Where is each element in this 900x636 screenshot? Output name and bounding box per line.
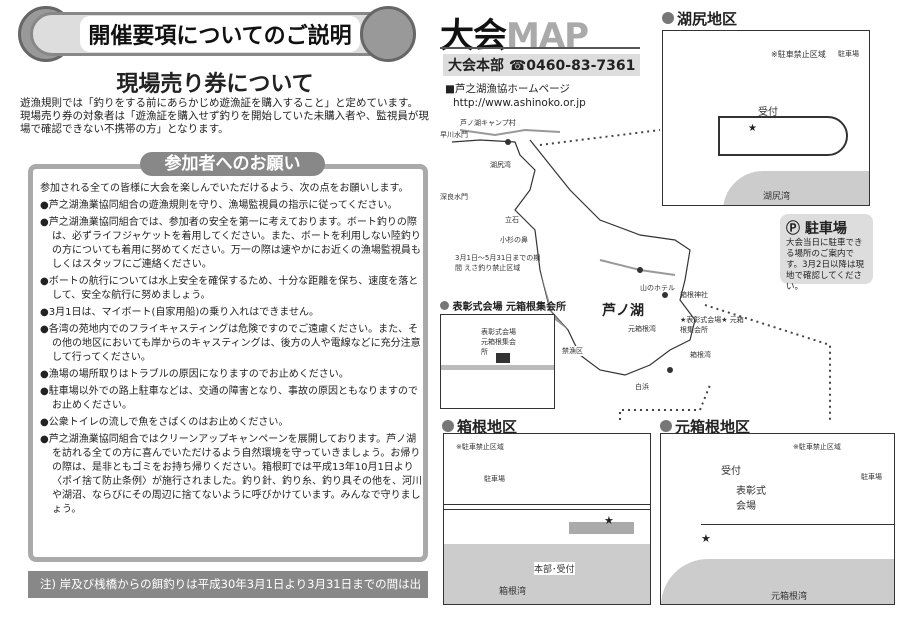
trout-emblem-icon bbox=[360, 6, 416, 62]
map-label: 芦ノ湖キャンプ村 bbox=[460, 119, 516, 127]
requests-list: 参加される全ての皆様に大会を楽しんでいただけるよう、次の点をお願いします。 ●芦… bbox=[40, 182, 426, 520]
lake-outline bbox=[451, 128, 696, 376]
hakone-map: ※駐車禁止区域 駐車場 本部･受付 箱根湾 ★ bbox=[443, 433, 651, 605]
map-label: 湖尻湾 bbox=[490, 161, 511, 169]
list-item: ●芦之湖漁業協同組合ではクリーンアップキャンペーンを展開しております。芦ノ湖を訪… bbox=[40, 434, 422, 515]
star-icon: ★ bbox=[748, 123, 757, 134]
award-map: 表彰式会場 元箱根集会所 bbox=[440, 314, 555, 409]
bay-area bbox=[723, 171, 869, 205]
reception-label: 受付 bbox=[758, 107, 778, 118]
bay-label: 箱根湾 bbox=[499, 587, 527, 597]
bullet-icon bbox=[660, 420, 672, 432]
map-label: 早川水門 bbox=[440, 131, 468, 139]
note-bar: 注) 岸及び桟橋からの餌釣りは平成30年3月1日より3月31日までの間は出来ませ… bbox=[28, 571, 428, 618]
parking-label: 駐車場 bbox=[484, 475, 505, 483]
map-label: ★表彰式会場★ 元箱根集会所 bbox=[680, 316, 744, 334]
parking-title: 駐車場 bbox=[804, 221, 847, 237]
hq-label: 本部･受付 bbox=[534, 562, 575, 575]
intro-line: 遊漁規則では「釣りをする前にあらかじめ遊漁証を購入すること」と定めています。 bbox=[20, 97, 418, 109]
map-label: 元箱根湾 bbox=[628, 325, 656, 333]
requests-heading: 参加者へのお願い bbox=[140, 152, 325, 176]
parking-icon: Ⓟ bbox=[786, 221, 805, 237]
list-item: ●芦之湖漁業協同組合では、参加者の安全を第一に考えております。ボート釣りの際は、… bbox=[40, 217, 421, 270]
award-heading: 表彰式会場 元箱根集会所 bbox=[440, 298, 566, 313]
bay-label: 元箱根湾 bbox=[771, 592, 808, 602]
page-title: 開催要項についてのご説明 bbox=[80, 16, 360, 52]
divider bbox=[440, 47, 640, 49]
no-parking-label: ※駐車禁止区域 bbox=[793, 443, 841, 451]
map-title-a: 大会 bbox=[440, 16, 507, 56]
list-item: ●各湾の苑地内でのフライキャスティングは危険ですのでご遠慮ください。また、その他… bbox=[40, 324, 421, 363]
hakone-heading: 箱根地区 bbox=[442, 416, 517, 437]
award-title: 表彰式会場 元箱根集会所 bbox=[452, 302, 566, 313]
homepage-label: ■芦之湖漁協ホームページ bbox=[445, 83, 570, 95]
map-label: 3月1日～5月31日までの期間 えさ釣り禁止区域 bbox=[455, 254, 541, 272]
parking-label: 駐車場 bbox=[838, 50, 859, 58]
kojiri-heading: 湖尻地区 bbox=[662, 8, 737, 29]
venue-marker bbox=[496, 353, 510, 363]
map-title-b: MAP bbox=[506, 16, 589, 56]
venue-label: 表彰式会場 元箱根集会所 bbox=[481, 328, 516, 356]
list-item: ●芦之湖漁業協同組合の遊漁規則を守り、漁場監視員の指示に従ってください。 bbox=[40, 200, 398, 211]
hakone-title: 箱根地区 bbox=[457, 418, 518, 436]
parking-info: Ⓟ 駐車場 大会当日に駐車できる場所のご案内です。3月2日以降は現地で確認してく… bbox=[780, 214, 873, 292]
parking-text: 大会当日に駐車できる場所のご案内です。3月2日以降は現地で確認してください。 bbox=[786, 238, 864, 292]
bullet-icon bbox=[442, 420, 454, 432]
bullet-icon bbox=[662, 12, 674, 24]
motohakone-title: 元箱根地区 bbox=[675, 418, 751, 436]
map-label: 山のホテル bbox=[640, 284, 675, 292]
homepage: ■芦之湖漁協ホームページ http://www.ashinoko.or.jp bbox=[445, 82, 586, 110]
list-item: ●公衆トイレの流しで魚をさばくのはお止めください。 bbox=[40, 417, 289, 428]
requests-lead: 参加される全ての皆様に大会を楽しんでいただけるよう、次の点をお願いします。 bbox=[40, 183, 409, 194]
map-label: 禁漁区 bbox=[562, 346, 583, 356]
map-title: 大会MAP bbox=[440, 8, 589, 57]
map-label: 小杉の鼻 bbox=[500, 236, 528, 244]
parking-label: 駐車場 bbox=[861, 473, 882, 481]
intro-text: 遊漁規則では「釣りをする前にあらかじめ遊漁証を購入すること」と定めています。 現… bbox=[20, 97, 430, 136]
map-label: 立石 bbox=[505, 216, 519, 224]
motohakone-map: ※駐車禁止区域 駐車場 受付 表彰式会場 元箱根湾 ★ bbox=[660, 433, 895, 605]
homepage-url[interactable]: http://www.ashinoko.or.jp bbox=[453, 97, 586, 109]
list-item: ●駐車場以外での路上駐車などは、交通の障害となり、事故の原因ともなりますのでお止… bbox=[40, 386, 419, 411]
subtitle: 現場売り券について bbox=[116, 72, 314, 97]
no-parking-label: ※駐車禁止区域 bbox=[456, 443, 504, 451]
road bbox=[718, 116, 848, 156]
reception-label: 受付 bbox=[721, 466, 741, 477]
map-label: 白浜 bbox=[635, 383, 649, 391]
kojiri-title: 湖尻地区 bbox=[677, 10, 738, 28]
motohakone-heading: 元箱根地区 bbox=[660, 416, 750, 437]
hq-phone: 大会本部 ☎0460-83-7361 bbox=[443, 54, 641, 76]
bay-label: 湖尻湾 bbox=[763, 192, 791, 202]
bay-area bbox=[661, 559, 894, 604]
list-item: ●ボートの航行については水上安全を確保するため、十分な距離を保ち、速度を落として… bbox=[40, 276, 419, 301]
intro-line: 現場売り券の対象者は「遊漁証を購入せず釣りを開始していた未購入者や、監視員が現場… bbox=[20, 110, 429, 135]
no-parking-label: ※駐車禁止区域 bbox=[771, 50, 826, 59]
list-item: ●3月1日は、マイボート(自家用船)の乗り入れはできません。 bbox=[40, 307, 319, 318]
lake-name: 芦ノ湖 bbox=[602, 303, 644, 319]
star-icon: ★ bbox=[701, 532, 711, 545]
venue-label: 表彰式会場 bbox=[736, 486, 766, 512]
kojiri-map: ※駐車禁止区域 駐車場 受付 ★ 湖尻湾 bbox=[662, 30, 870, 206]
map-label: 箱根湾 bbox=[690, 351, 711, 359]
title-banner: 開催要項についてのご説明 bbox=[30, 12, 410, 56]
map-label: 箱根神社 bbox=[680, 291, 708, 299]
map-label: 深良水門 bbox=[440, 193, 468, 201]
list-item: ●漁場の場所取りはトラブルの原因になりますのでお止めください。 bbox=[40, 369, 349, 380]
star-icon: ★ bbox=[604, 514, 614, 527]
